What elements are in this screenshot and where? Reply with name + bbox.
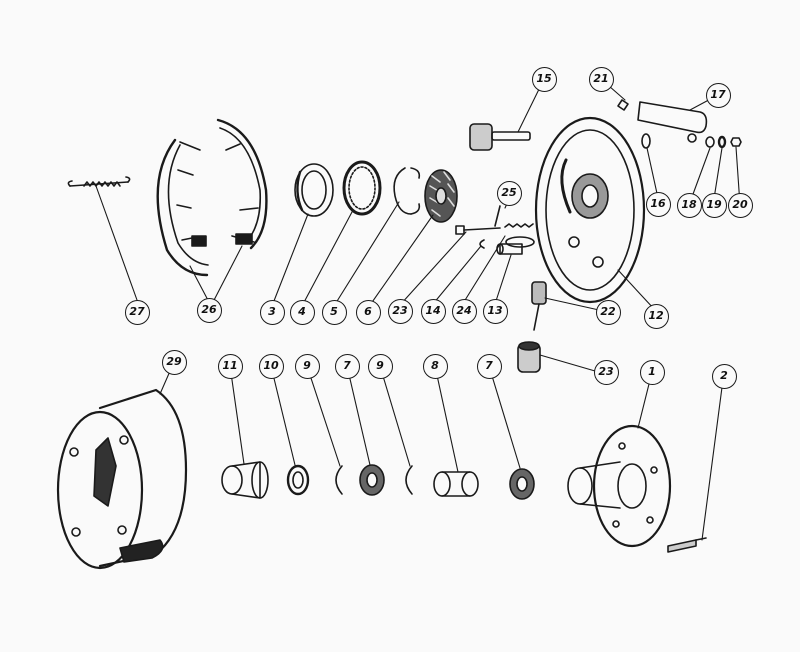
callout-19: 19 bbox=[701, 192, 727, 218]
callout-15: 15 bbox=[531, 66, 557, 92]
spacer-sleeve-part bbox=[433, 471, 479, 497]
callout-14: 14 bbox=[420, 298, 446, 324]
callout-11: 11 bbox=[217, 353, 243, 379]
hub-flange-part bbox=[567, 424, 672, 548]
brake-drum-part bbox=[56, 388, 188, 570]
speedometer-drive-part bbox=[531, 281, 547, 331]
nut-20-part bbox=[730, 137, 742, 147]
callout-9a: 9 bbox=[294, 353, 320, 379]
callout-16: 16 bbox=[645, 191, 671, 217]
stub-axle-part bbox=[221, 461, 269, 499]
callout-13: 13 bbox=[482, 298, 508, 324]
washer-18-part bbox=[705, 136, 715, 148]
callout-2: 2 bbox=[711, 363, 737, 389]
worm-pin-part bbox=[504, 223, 535, 248]
callout-20: 20 bbox=[727, 192, 753, 218]
callout-5: 5 bbox=[321, 299, 347, 325]
callout-23: 23 bbox=[593, 359, 619, 385]
washer-10-part bbox=[286, 464, 310, 496]
callout-7b: 7 bbox=[476, 353, 502, 379]
brake-backplate-part bbox=[534, 116, 646, 304]
callout-21: 21 bbox=[588, 66, 614, 92]
callout-1: 1 bbox=[639, 359, 665, 385]
callout-17: 17 bbox=[705, 82, 731, 108]
callout-8: 8 bbox=[422, 353, 448, 379]
leader-lines bbox=[95, 78, 741, 541]
brake-shoes-part bbox=[156, 118, 268, 277]
grease-nipple-part bbox=[617, 99, 629, 111]
callout-6: 6 bbox=[355, 299, 381, 325]
spring-washer-19-part bbox=[717, 135, 727, 149]
felt-seal-part bbox=[342, 160, 382, 216]
clip-part bbox=[479, 239, 485, 249]
callout-9b: 9 bbox=[367, 353, 393, 379]
callout-25: 24 bbox=[451, 298, 477, 324]
callout-26: 25 bbox=[496, 180, 522, 206]
callout-24: 23 bbox=[387, 298, 413, 324]
callout-18: 18 bbox=[676, 192, 702, 218]
callout-10: 10 bbox=[258, 353, 284, 379]
callout-27: 26 bbox=[196, 297, 222, 323]
circlip-part bbox=[393, 167, 421, 215]
helical-gear-part bbox=[424, 169, 458, 223]
washer-16-part bbox=[641, 133, 651, 149]
callout-22: 22 bbox=[595, 299, 621, 325]
callout-29: 29 bbox=[161, 349, 187, 375]
brake-lever-part bbox=[637, 101, 708, 143]
return-spring-part bbox=[67, 176, 131, 187]
callout-12: 12 bbox=[643, 303, 669, 329]
wheel-stud-part bbox=[667, 537, 707, 553]
ball-bearing-7a-part bbox=[359, 464, 385, 496]
callout-28: 27 bbox=[124, 299, 150, 325]
callout-7a: 7 bbox=[334, 353, 360, 379]
cable-sheath-end-part bbox=[469, 123, 531, 151]
callout-3: 3 bbox=[259, 299, 285, 325]
circlip-9b-part bbox=[405, 465, 413, 495]
callout-4: 4 bbox=[289, 299, 315, 325]
bush-part bbox=[517, 341, 541, 373]
bolt-part bbox=[455, 225, 501, 235]
circlip-9a-part bbox=[335, 465, 343, 495]
ball-bearing-7b-part bbox=[509, 468, 535, 500]
pin-part bbox=[494, 205, 501, 227]
seal-ring-part bbox=[294, 163, 334, 217]
